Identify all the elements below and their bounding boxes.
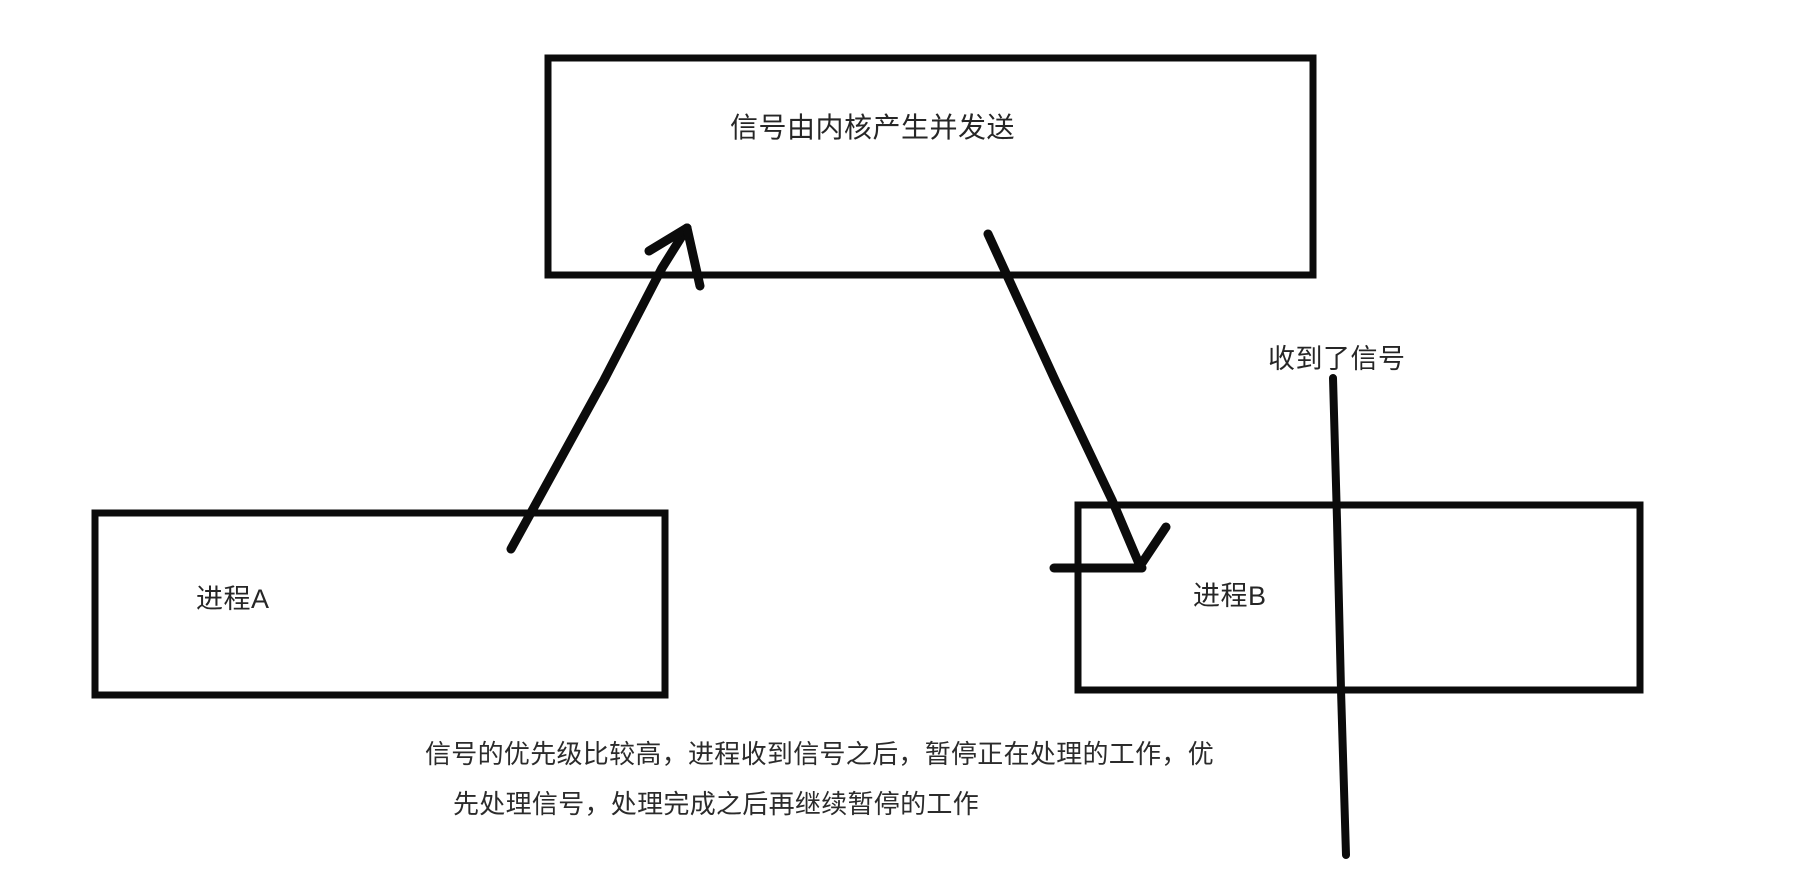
arrowhead-a-to-kernel (644, 223, 692, 256)
arrowhead-kernel-to-b (1135, 522, 1171, 571)
connector-interrupt-line[interactable] (1329, 374, 1350, 859)
annotation-received-signal: 收到了信号 (1268, 344, 1406, 374)
node-label-kernel: 信号由内核产生并发送 (730, 112, 1016, 143)
connector-a-to-kernel[interactable] (506, 223, 705, 554)
annotation-priority-note-line-1: 信号的优先级比较高，进程收到信号之后，暂停正在处理的工作，优 (425, 739, 1215, 769)
connector-kernel-to-b[interactable] (983, 229, 1171, 573)
node-rect-process-b[interactable] (1074, 501, 1644, 694)
annotation-priority-note: 信号的优先级比较高，进程收到信号之后，暂停正在处理的工作，优 先处理信号，处理完… (425, 730, 1285, 830)
node-label-process-b: 进程B (1193, 581, 1267, 611)
node-label-process-a: 进程A (196, 584, 270, 614)
annotation-priority-note-line-2: 先处理信号，处理完成之后再继续暂停的工作 (453, 788, 980, 819)
node-rect-process-a[interactable] (91, 509, 669, 699)
